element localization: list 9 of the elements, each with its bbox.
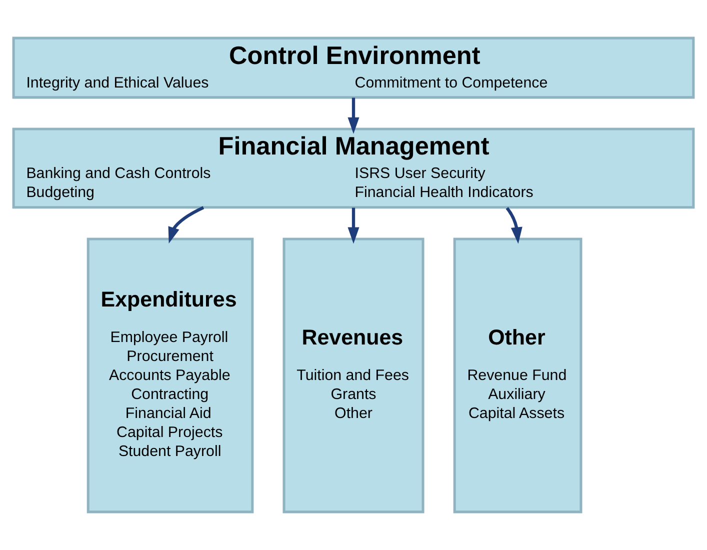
node-box: Expenditures Employee Payroll Procurement Accounts Payable Contracting Financial Aid Capital Projects Student Payroll [86, 238, 254, 514]
node-box: Financial Management Banking and Cash Controls ISRS User Security Budgeting Financial Health Indicators [12, 128, 695, 209]
arrow [506, 207, 522, 244]
arrow [348, 208, 360, 244]
node-box: Control Environment Integrity and Ethical Values Commitment to Competence [12, 36, 695, 99]
node-box: Other Revenue Fund Auxiliary Capital Assets [453, 238, 582, 514]
node-box: Revenues Tuition and Fees Grants Other [282, 238, 424, 514]
arrow [168, 206, 204, 244]
arrow [348, 98, 360, 134]
